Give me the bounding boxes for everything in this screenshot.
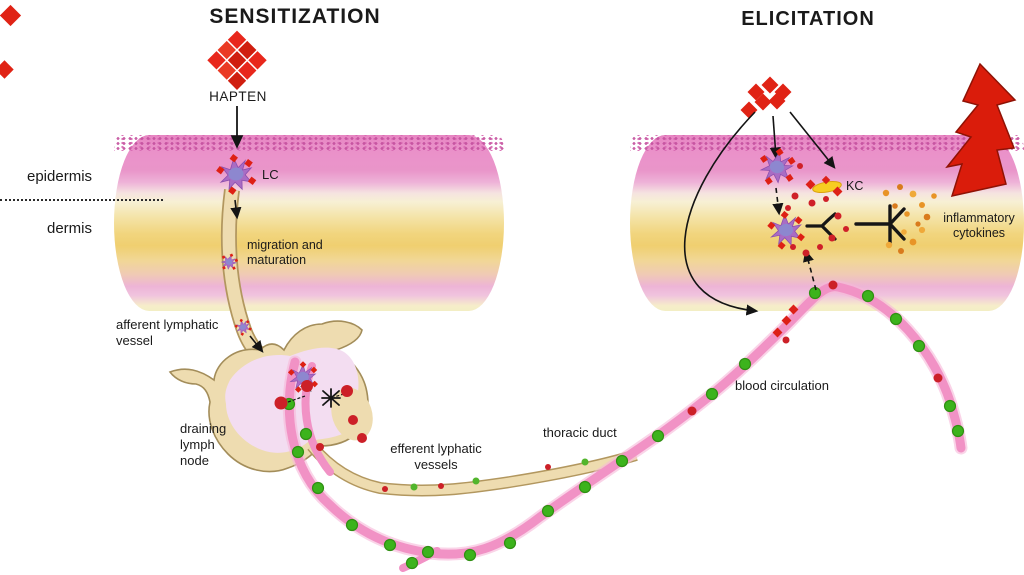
skin-block-sensitization <box>114 135 504 311</box>
hapten-cluster-icon <box>207 30 267 90</box>
red-hapten-dots <box>785 163 849 257</box>
label-draining-lymph-node: draining lymph node <box>180 421 227 468</box>
red-hapten-dots <box>382 280 943 492</box>
t-cell-icon <box>321 388 341 408</box>
hapten-fragment-icon <box>0 4 22 79</box>
blood-circulation-vessel <box>282 280 968 572</box>
stratum-corneum-texture <box>630 135 1024 151</box>
t-cell-icon <box>854 204 906 245</box>
recirculation-arrow <box>683 111 759 316</box>
lightning-bolt-icon <box>945 62 1017 198</box>
label-efferent-vessels: efferent lyphatic vessels <box>390 441 482 472</box>
label-dermis: dermis <box>47 220 93 237</box>
lymph-node <box>168 320 373 473</box>
green-lymphocyte-dots <box>282 286 965 570</box>
label-afferent-vessel: afferent lymphatic vessel <box>116 317 219 348</box>
label-inflammatory-cytokines: inflammatory cytokines <box>943 211 1015 241</box>
label-migration-maturation: migration and maturation <box>247 238 323 268</box>
stratum-corneum-texture <box>114 135 504 151</box>
label-epidermis: epidermis <box>27 168 93 185</box>
langerhans-cell-icon <box>765 208 807 252</box>
lymph-node-contents <box>274 360 367 451</box>
langerhans-cell-icon <box>213 150 259 198</box>
efferent-lymphatic-vessel <box>307 442 638 497</box>
langerhans-cell-icon <box>755 144 799 190</box>
label-lc: LC <box>262 167 279 182</box>
cytokine-dots <box>882 184 937 254</box>
label-thoracic-duct: thoracic duct <box>543 425 617 440</box>
label-kc: KC <box>846 179 864 193</box>
label-blood-circulation: blood circulation <box>735 378 829 393</box>
title-elicitation: ELICITATION <box>741 8 875 30</box>
title-sensitization: SENSITIZATION <box>209 5 381 28</box>
elicitation-contents <box>683 76 937 316</box>
label-hapten: HAPTEN <box>209 89 267 104</box>
epidermis-dermis-divider <box>0 199 163 201</box>
hapten-cluster-icon <box>740 76 792 119</box>
